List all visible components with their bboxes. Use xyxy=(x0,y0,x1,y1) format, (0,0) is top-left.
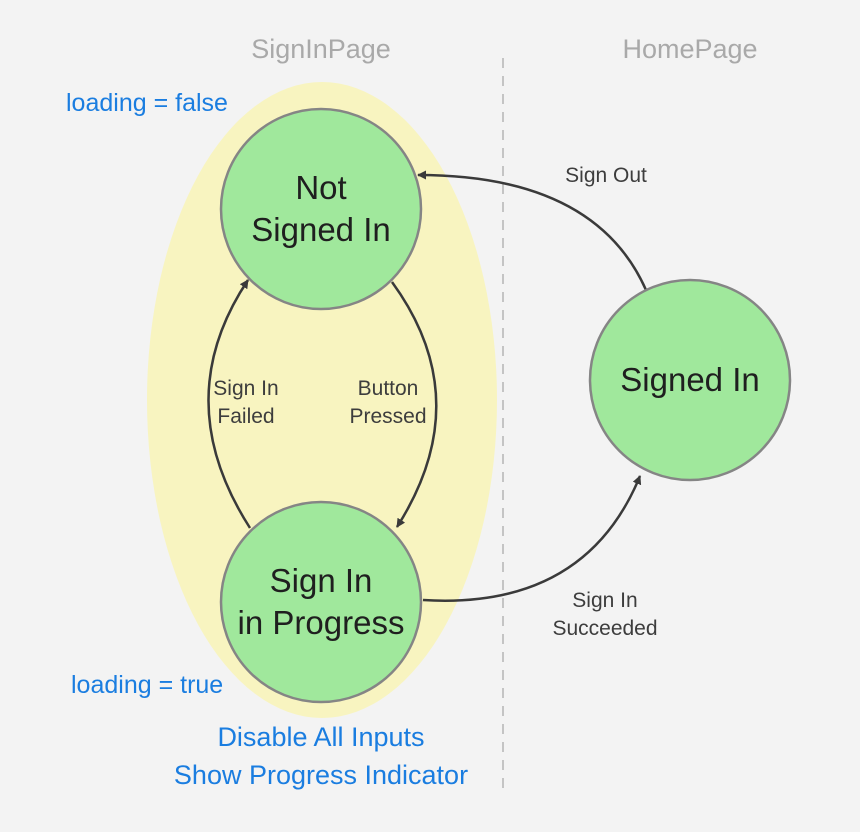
section-title-home-page: HomePage xyxy=(622,34,758,64)
annotation-disable-inputs: Disable All Inputs xyxy=(217,722,425,752)
transition-label-sign-out: Sign Out xyxy=(565,164,647,187)
transition-label-sign-in-succeeded: Sign In Succeeded xyxy=(552,589,658,640)
transition-label-sign-in-failed: Sign In Failed xyxy=(213,377,279,428)
transition-sign-in-failed-arrow xyxy=(207,279,252,529)
annotation-loading-false: loading = false xyxy=(66,89,228,117)
state-node-not-signed-in xyxy=(219,107,423,311)
transition-button-pressed-arrow xyxy=(390,281,438,528)
transition-label-button-pressed: Button Pressed xyxy=(349,377,427,428)
section-title-signin-page: SignInPage xyxy=(251,34,391,64)
state-node-sign-in-in-progress xyxy=(219,500,423,704)
annotation-show-progress: Show Progress Indicator xyxy=(173,760,469,790)
transition-sign-in-succeeded-arrow xyxy=(422,475,642,602)
state-label-signed-in: Signed In xyxy=(620,361,760,398)
transition-sign-out-arrow xyxy=(417,170,648,291)
state-label-sign-in-in-progress: Sign In in Progress xyxy=(237,562,405,641)
state-node-signed-in xyxy=(588,278,792,482)
annotation-loading-true: loading = true xyxy=(71,671,224,699)
state-label-not-signed-in: Not Signed In xyxy=(251,169,391,248)
